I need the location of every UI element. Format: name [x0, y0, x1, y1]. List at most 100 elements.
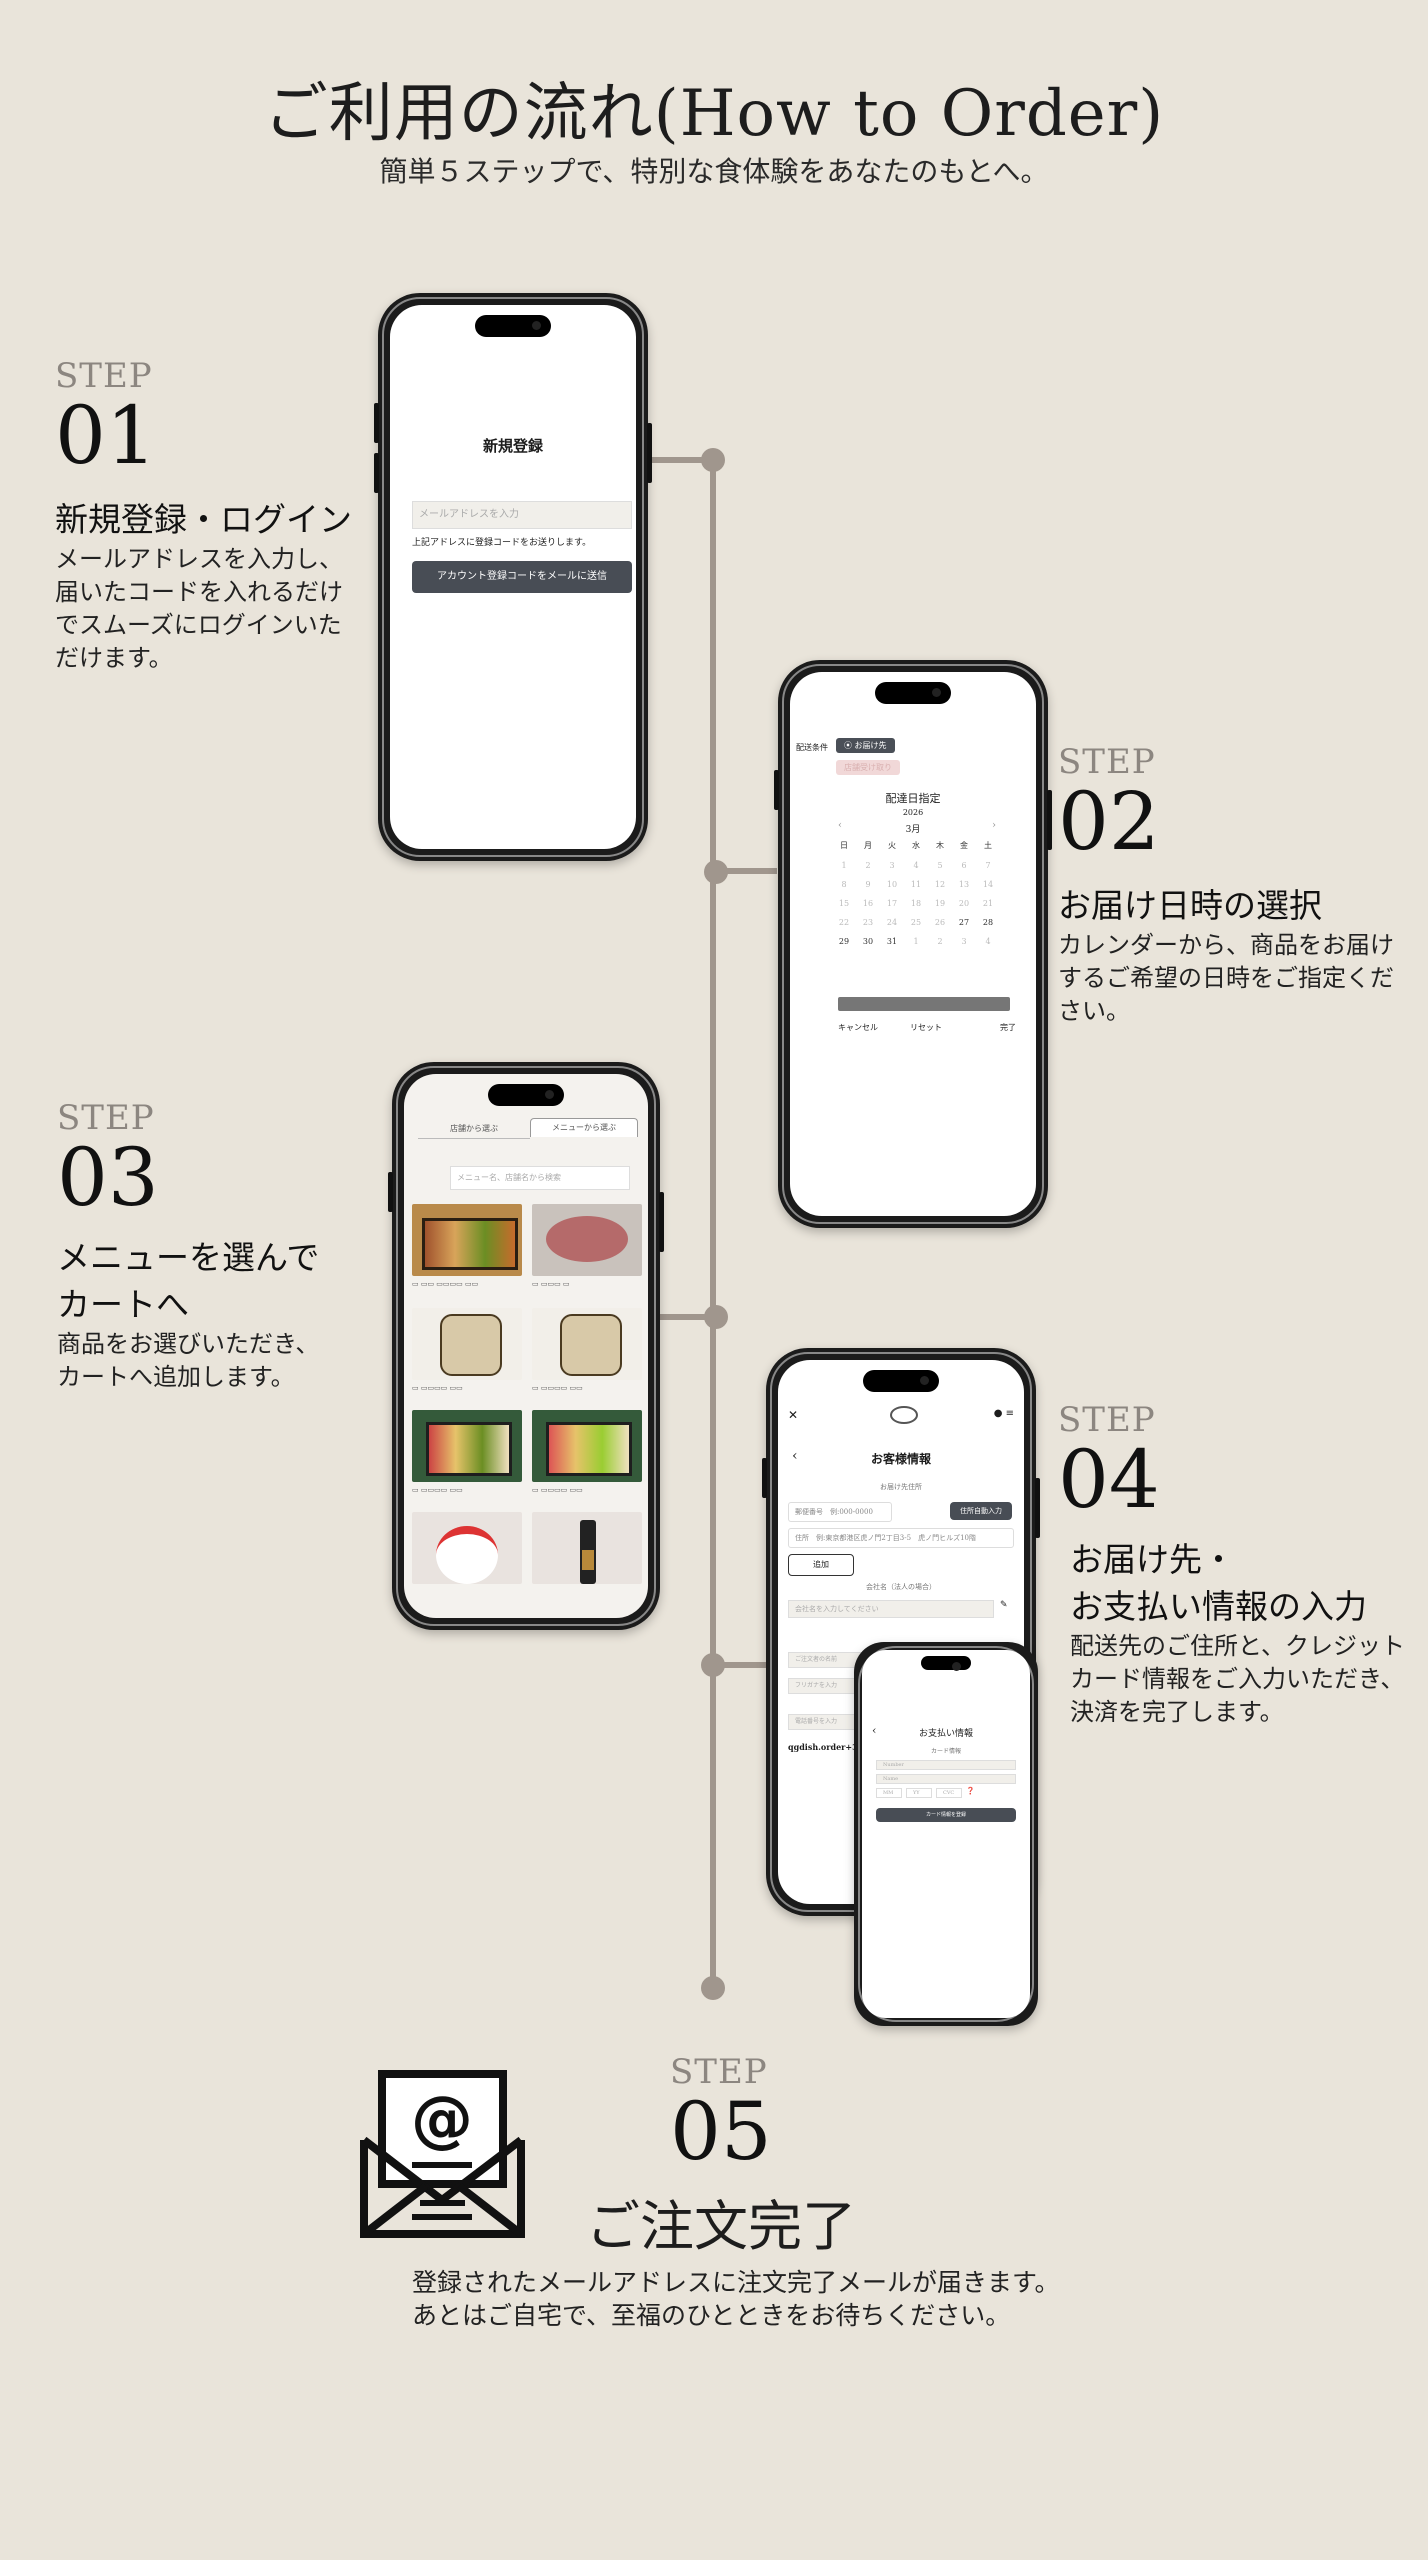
email-input[interactable]: メールアドレスを入力 — [412, 501, 632, 529]
send-code-button[interactable]: アカウント登録コードをメールに送信 — [412, 561, 632, 593]
step-description: カレンダーから、商品をお届けするご希望の日時をご指定ください。 — [1058, 931, 1394, 1025]
calendar-day[interactable]: 14 — [982, 880, 994, 889]
calendar-day[interactable]: 23 — [862, 918, 874, 927]
calendar-day[interactable]: 4 — [913, 861, 919, 870]
step-label: STEP — [1058, 742, 1156, 782]
step-label: STEP — [55, 356, 153, 396]
chip-pickup[interactable]: 店舗受け取り — [836, 760, 900, 775]
calendar-day[interactable]: 19 — [934, 899, 946, 908]
step-number: 04 — [1058, 1433, 1160, 1526]
calendar-confirm-bar[interactable] — [838, 997, 1010, 1011]
calendar-day[interactable]: 10 — [886, 880, 898, 889]
calendar-cancel-button[interactable]: キャンセル — [838, 1023, 878, 1032]
add-address-button[interactable]: 追加 — [788, 1554, 854, 1576]
calendar-done-button[interactable]: 完了 — [1000, 1023, 1016, 1032]
step-description: 登録されたメールアドレスに注文完了メールが届きます。あとはご自宅で、至福のひとと… — [412, 2268, 1060, 2330]
calendar-day[interactable]: 8 — [841, 880, 847, 889]
user-icon[interactable]: ● ≡ — [993, 1408, 1014, 1419]
back-chevron-icon[interactable]: ‹ — [872, 1724, 877, 1737]
calendar-day[interactable]: 15 — [838, 899, 850, 908]
phone-notch — [875, 682, 951, 704]
product-image[interactable] — [412, 1204, 522, 1276]
card-yy-input[interactable]: YY — [906, 1788, 932, 1798]
help-icon[interactable]: ❓ — [966, 1787, 975, 1795]
step-01: STEP 01 新規登録・ログイン メールアドレスを入力し、届いたコードを入れる… — [55, 356, 352, 675]
calendar-day[interactable]: 28 — [982, 918, 994, 927]
step-description: 商品をお選びいただき、カートへ追加します。 — [57, 1330, 320, 1391]
calendar-day[interactable]: 1 — [913, 937, 919, 946]
step-number: 02 — [1058, 775, 1160, 868]
product-image[interactable] — [412, 1308, 522, 1380]
product-caption: ▭ ▭▭▭▭ ▭▭ — [532, 1384, 583, 1392]
chip-delivery[interactable]: ⦿ お届け先 — [836, 738, 895, 753]
postal-code-input[interactable]: 郵便番号 例:000-0000 — [788, 1502, 892, 1522]
calendar-day[interactable]: 22 — [838, 918, 850, 927]
product-image[interactable] — [412, 1512, 522, 1584]
tab-menu[interactable]: メニューから選ぶ — [530, 1118, 638, 1137]
calendar-day[interactable]: 11 — [910, 880, 922, 889]
calendar-day[interactable]: 5 — [937, 861, 943, 870]
calendar-day[interactable]: 25 — [910, 918, 922, 927]
phone-menu: 店舗から選ぶ メニューから選ぶ メニュー名、店舗名から検索 ▭ ▭▭ ▭▭▭▭ … — [388, 1062, 664, 1630]
card-number-input[interactable]: Number — [876, 1760, 1016, 1770]
product-image[interactable] — [532, 1308, 642, 1380]
calendar-day[interactable]: 6 — [961, 861, 967, 870]
timeline-dot — [701, 1976, 725, 2000]
calendar-reset-button[interactable]: リセット — [910, 1023, 942, 1032]
calendar-day[interactable]: 29 — [838, 937, 850, 946]
auto-address-button[interactable]: 住所自動入力 — [950, 1502, 1012, 1520]
calendar-day[interactable]: 1 — [841, 861, 847, 870]
step-heading: 新規登録・ログイン — [55, 500, 352, 539]
calendar-day[interactable]: 24 — [886, 918, 898, 927]
calendar-day[interactable]: 31 — [886, 937, 898, 946]
calendar-day[interactable]: 12 — [934, 880, 946, 889]
calendar-day[interactable]: 17 — [886, 899, 898, 908]
product-caption: ▭ ▭▭▭ ▭ — [532, 1280, 570, 1288]
step-heading: メニューを選んでカートへ — [57, 1238, 320, 1324]
menu-close-icon[interactable]: ✕ — [788, 1408, 799, 1422]
calendar-day[interactable]: 16 — [862, 899, 874, 908]
mail-envelope-icon: @ — [360, 2070, 525, 2240]
calendar-day[interactable]: 21 — [982, 899, 994, 908]
prev-month-icon[interactable]: ‹ — [838, 820, 842, 831]
card-cvc-input[interactable]: CVC — [936, 1788, 962, 1798]
calendar-day[interactable]: 13 — [958, 880, 970, 889]
phone-input[interactable]: 電話番号を入力 — [788, 1714, 868, 1730]
product-caption: ▭ ▭▭ ▭▭▭▭ ▭▭ — [412, 1280, 479, 1288]
calendar-day[interactable]: 9 — [865, 880, 871, 889]
calendar-day[interactable]: 18 — [910, 899, 922, 908]
card-mm-input[interactable]: MM — [876, 1788, 902, 1798]
timeline-dot — [704, 860, 728, 884]
calendar-day[interactable]: 3 — [889, 861, 895, 870]
step-number: 05 — [670, 2085, 772, 2178]
next-month-icon[interactable]: › — [992, 820, 996, 831]
calendar-year: 2026 — [902, 808, 924, 817]
product-image[interactable] — [532, 1204, 642, 1276]
calendar-day[interactable]: 26 — [934, 918, 946, 927]
product-image[interactable] — [412, 1410, 522, 1482]
calendar-day[interactable]: 27 — [958, 918, 970, 927]
calendar-day[interactable]: 20 — [958, 899, 970, 908]
calendar-month: 3月 — [905, 825, 921, 835]
calendar-day[interactable]: 7 — [985, 861, 991, 870]
furigana-input[interactable]: フリガナを入力 — [788, 1678, 868, 1694]
register-card-button[interactable]: カード情報を登録 — [876, 1808, 1016, 1822]
tab-store[interactable]: 店舗から選ぶ — [418, 1120, 530, 1139]
product-image[interactable] — [532, 1512, 642, 1584]
address-input[interactable]: 住所 例:東京都港区虎ノ門2丁目3-5 虎ノ門ヒルズ10階 — [788, 1528, 1014, 1548]
phone-signup: 新規登録 メールアドレスを入力 上記アドレスに登録コードをお送りします。 アカウ… — [374, 293, 652, 861]
back-chevron-icon[interactable]: ‹ — [792, 1448, 798, 1464]
company-input[interactable]: 会社名を入力してください — [788, 1600, 994, 1618]
calendar-day[interactable]: 2 — [937, 937, 943, 946]
timeline-branch — [650, 457, 712, 463]
card-name-input[interactable]: Name — [876, 1774, 1016, 1784]
calendar-day[interactable]: 30 — [862, 937, 874, 946]
menu-search-input[interactable]: メニュー名、店舗名から検索 — [450, 1166, 630, 1190]
timeline-dot — [701, 1653, 725, 1677]
edit-pencil-icon[interactable]: ✎ — [1000, 1600, 1008, 1610]
product-image[interactable] — [532, 1410, 642, 1482]
calendar-day[interactable]: 2 — [865, 861, 871, 870]
calendar-day[interactable]: 3 — [961, 937, 967, 946]
calendar-day[interactable]: 4 — [985, 937, 991, 946]
